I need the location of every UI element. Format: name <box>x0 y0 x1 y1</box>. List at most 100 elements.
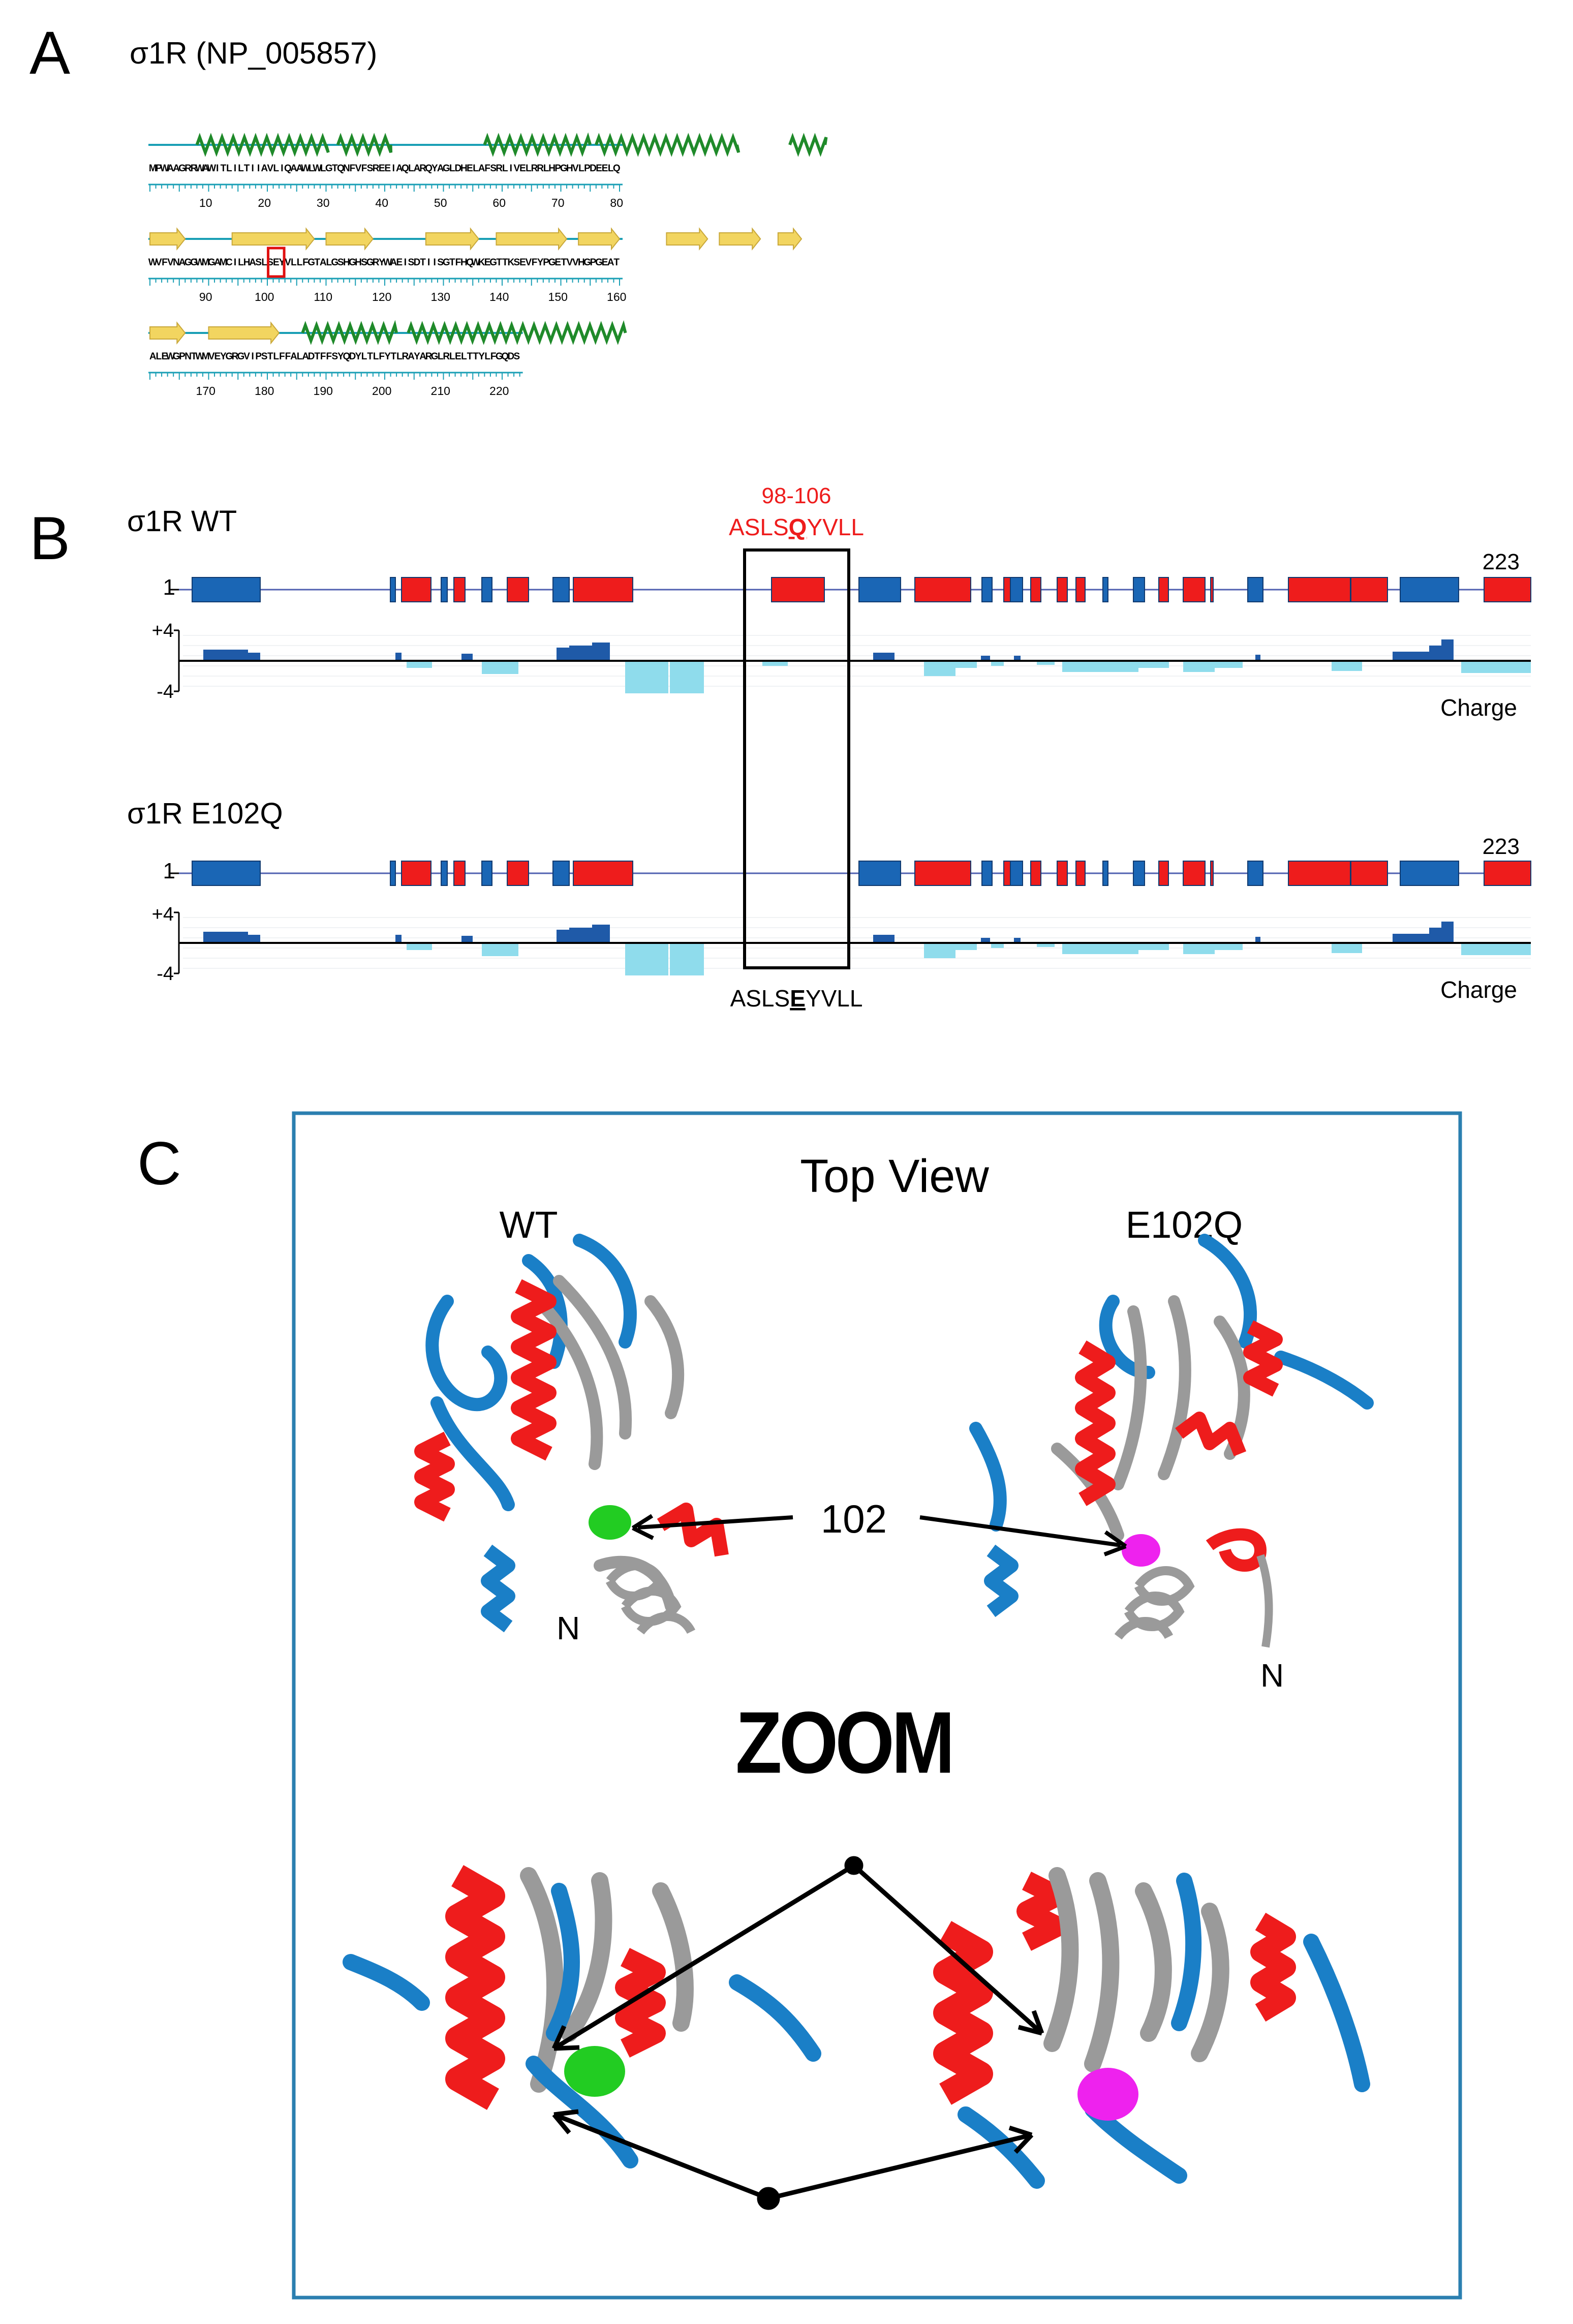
blue-domain-block <box>552 861 570 886</box>
zoom-arrow-top-to-wt <box>551 1863 855 2051</box>
residue-letter: A <box>408 351 415 362</box>
residue-letter: L <box>608 163 614 174</box>
positive-charge-bar <box>873 935 895 943</box>
negative-charge-bar <box>1037 661 1055 665</box>
positive-charge-bar <box>1429 928 1441 943</box>
positive-charge-bar <box>557 648 569 661</box>
residue-letter: I <box>234 163 236 174</box>
residue-letter: L <box>297 351 303 362</box>
positive-charge-bar <box>1014 656 1021 661</box>
residue-letter: L <box>373 351 379 362</box>
residue-letter: R <box>232 351 239 362</box>
residue-letter: T <box>420 257 426 268</box>
wt-zoom-blue <box>343 1883 821 2168</box>
residue-letter: V <box>285 257 291 268</box>
residue-letter: F <box>361 163 367 174</box>
residue-letter: W <box>313 163 322 174</box>
negative-charge-bar <box>924 661 955 676</box>
positive-charge-bar <box>203 932 248 943</box>
residue-letter: F <box>162 257 168 268</box>
residue-letter: M <box>202 257 210 268</box>
scale-number: 40 <box>375 196 388 209</box>
residue-letter: V <box>526 257 532 268</box>
positive-charge-bar <box>981 656 990 661</box>
mut-zoom-red-helix-3 <box>1250 1912 1296 2022</box>
wt-motif-prefix: ASLS <box>729 514 789 540</box>
residue-letter: W <box>207 163 216 174</box>
residue-letter: W <box>195 257 204 268</box>
residue-letter: I <box>392 163 395 174</box>
negative-charge-bar <box>1062 943 1098 954</box>
residue-letter: Y <box>355 351 362 362</box>
residue-letter: I <box>281 163 283 174</box>
negative-charge-bar <box>1332 661 1362 671</box>
residue-letter: Q <box>466 257 474 268</box>
residue-letter: W <box>148 257 158 268</box>
red-domain-block <box>914 577 971 602</box>
residue-letter: Q <box>337 163 345 174</box>
blue-domain-block <box>390 577 396 602</box>
residue-letter: T <box>467 351 473 362</box>
residue-letter: H <box>343 257 350 268</box>
mut-motif-residue: E <box>790 985 806 1012</box>
mut-motif-prefix: ASLS <box>730 985 790 1012</box>
residue-letter: N <box>184 351 192 362</box>
mut-ymin: -4 <box>157 963 174 985</box>
residue-letter: P <box>156 163 162 174</box>
red-domain-block <box>1057 577 1068 602</box>
positive-charge-bar <box>569 646 592 661</box>
wt-residue-102 <box>589 1505 631 1540</box>
scale-number: 200 <box>372 384 391 397</box>
residue-letter: L <box>273 351 280 362</box>
residue-letter: V <box>566 257 573 268</box>
positive-charge-bar <box>1255 937 1260 943</box>
residue-letter: A <box>179 257 186 268</box>
negative-charge-bar <box>1062 661 1098 672</box>
residue-letter: M <box>202 351 210 362</box>
negative-charge-bar <box>482 661 518 674</box>
negative-charge-bar <box>955 943 977 950</box>
residue-letter: V <box>572 257 579 268</box>
residue-letter: E <box>273 257 280 268</box>
residue-letter: G <box>237 351 245 362</box>
wt-ymax: +4 <box>152 620 174 641</box>
wt-domain-track <box>170 577 1531 693</box>
negative-charge-bar <box>1461 943 1531 955</box>
red-domain-block <box>914 861 971 886</box>
wt-track-label: σ1R WT <box>127 505 237 538</box>
residue-letter: A <box>202 163 209 174</box>
residue-letter: A <box>167 163 174 174</box>
scale-number: 90 <box>199 290 212 303</box>
negative-charge-bar <box>991 661 1004 666</box>
residue-letter: V <box>572 163 579 174</box>
helix-ss <box>336 133 393 157</box>
residue-letter: A <box>396 163 403 174</box>
residue-letter: Y <box>337 351 344 362</box>
residue-letter: T <box>367 351 373 362</box>
blue-domain-block <box>552 577 570 602</box>
negative-charge-bar <box>1098 943 1138 954</box>
residue-letter: E <box>214 351 221 362</box>
residue-letter: T <box>613 257 620 268</box>
strand-arrow <box>149 227 186 251</box>
residue-letter: E <box>554 257 561 268</box>
positive-charge-bar <box>248 935 260 943</box>
residue-letter: G <box>366 257 374 268</box>
negative-charge-bar <box>1098 661 1138 672</box>
panel-c: C Top View WT E102Q N <box>137 1111 1462 2300</box>
residue-letter: Q <box>613 163 621 174</box>
positive-charge-bar <box>248 653 260 661</box>
residue-letter: H <box>548 163 556 174</box>
red-domain-block <box>507 861 529 886</box>
residue-letter: Y <box>384 351 391 362</box>
residue-letter: S <box>337 257 344 268</box>
negative-charge-bar <box>625 943 668 975</box>
mut-helix-blue <box>984 1544 1019 1617</box>
positive-charge-bar <box>981 938 990 943</box>
residue-letter: G <box>431 351 439 362</box>
residue-letter: A <box>173 163 180 174</box>
negative-charge-bar <box>1461 661 1531 673</box>
residue-letter: S <box>367 163 374 174</box>
